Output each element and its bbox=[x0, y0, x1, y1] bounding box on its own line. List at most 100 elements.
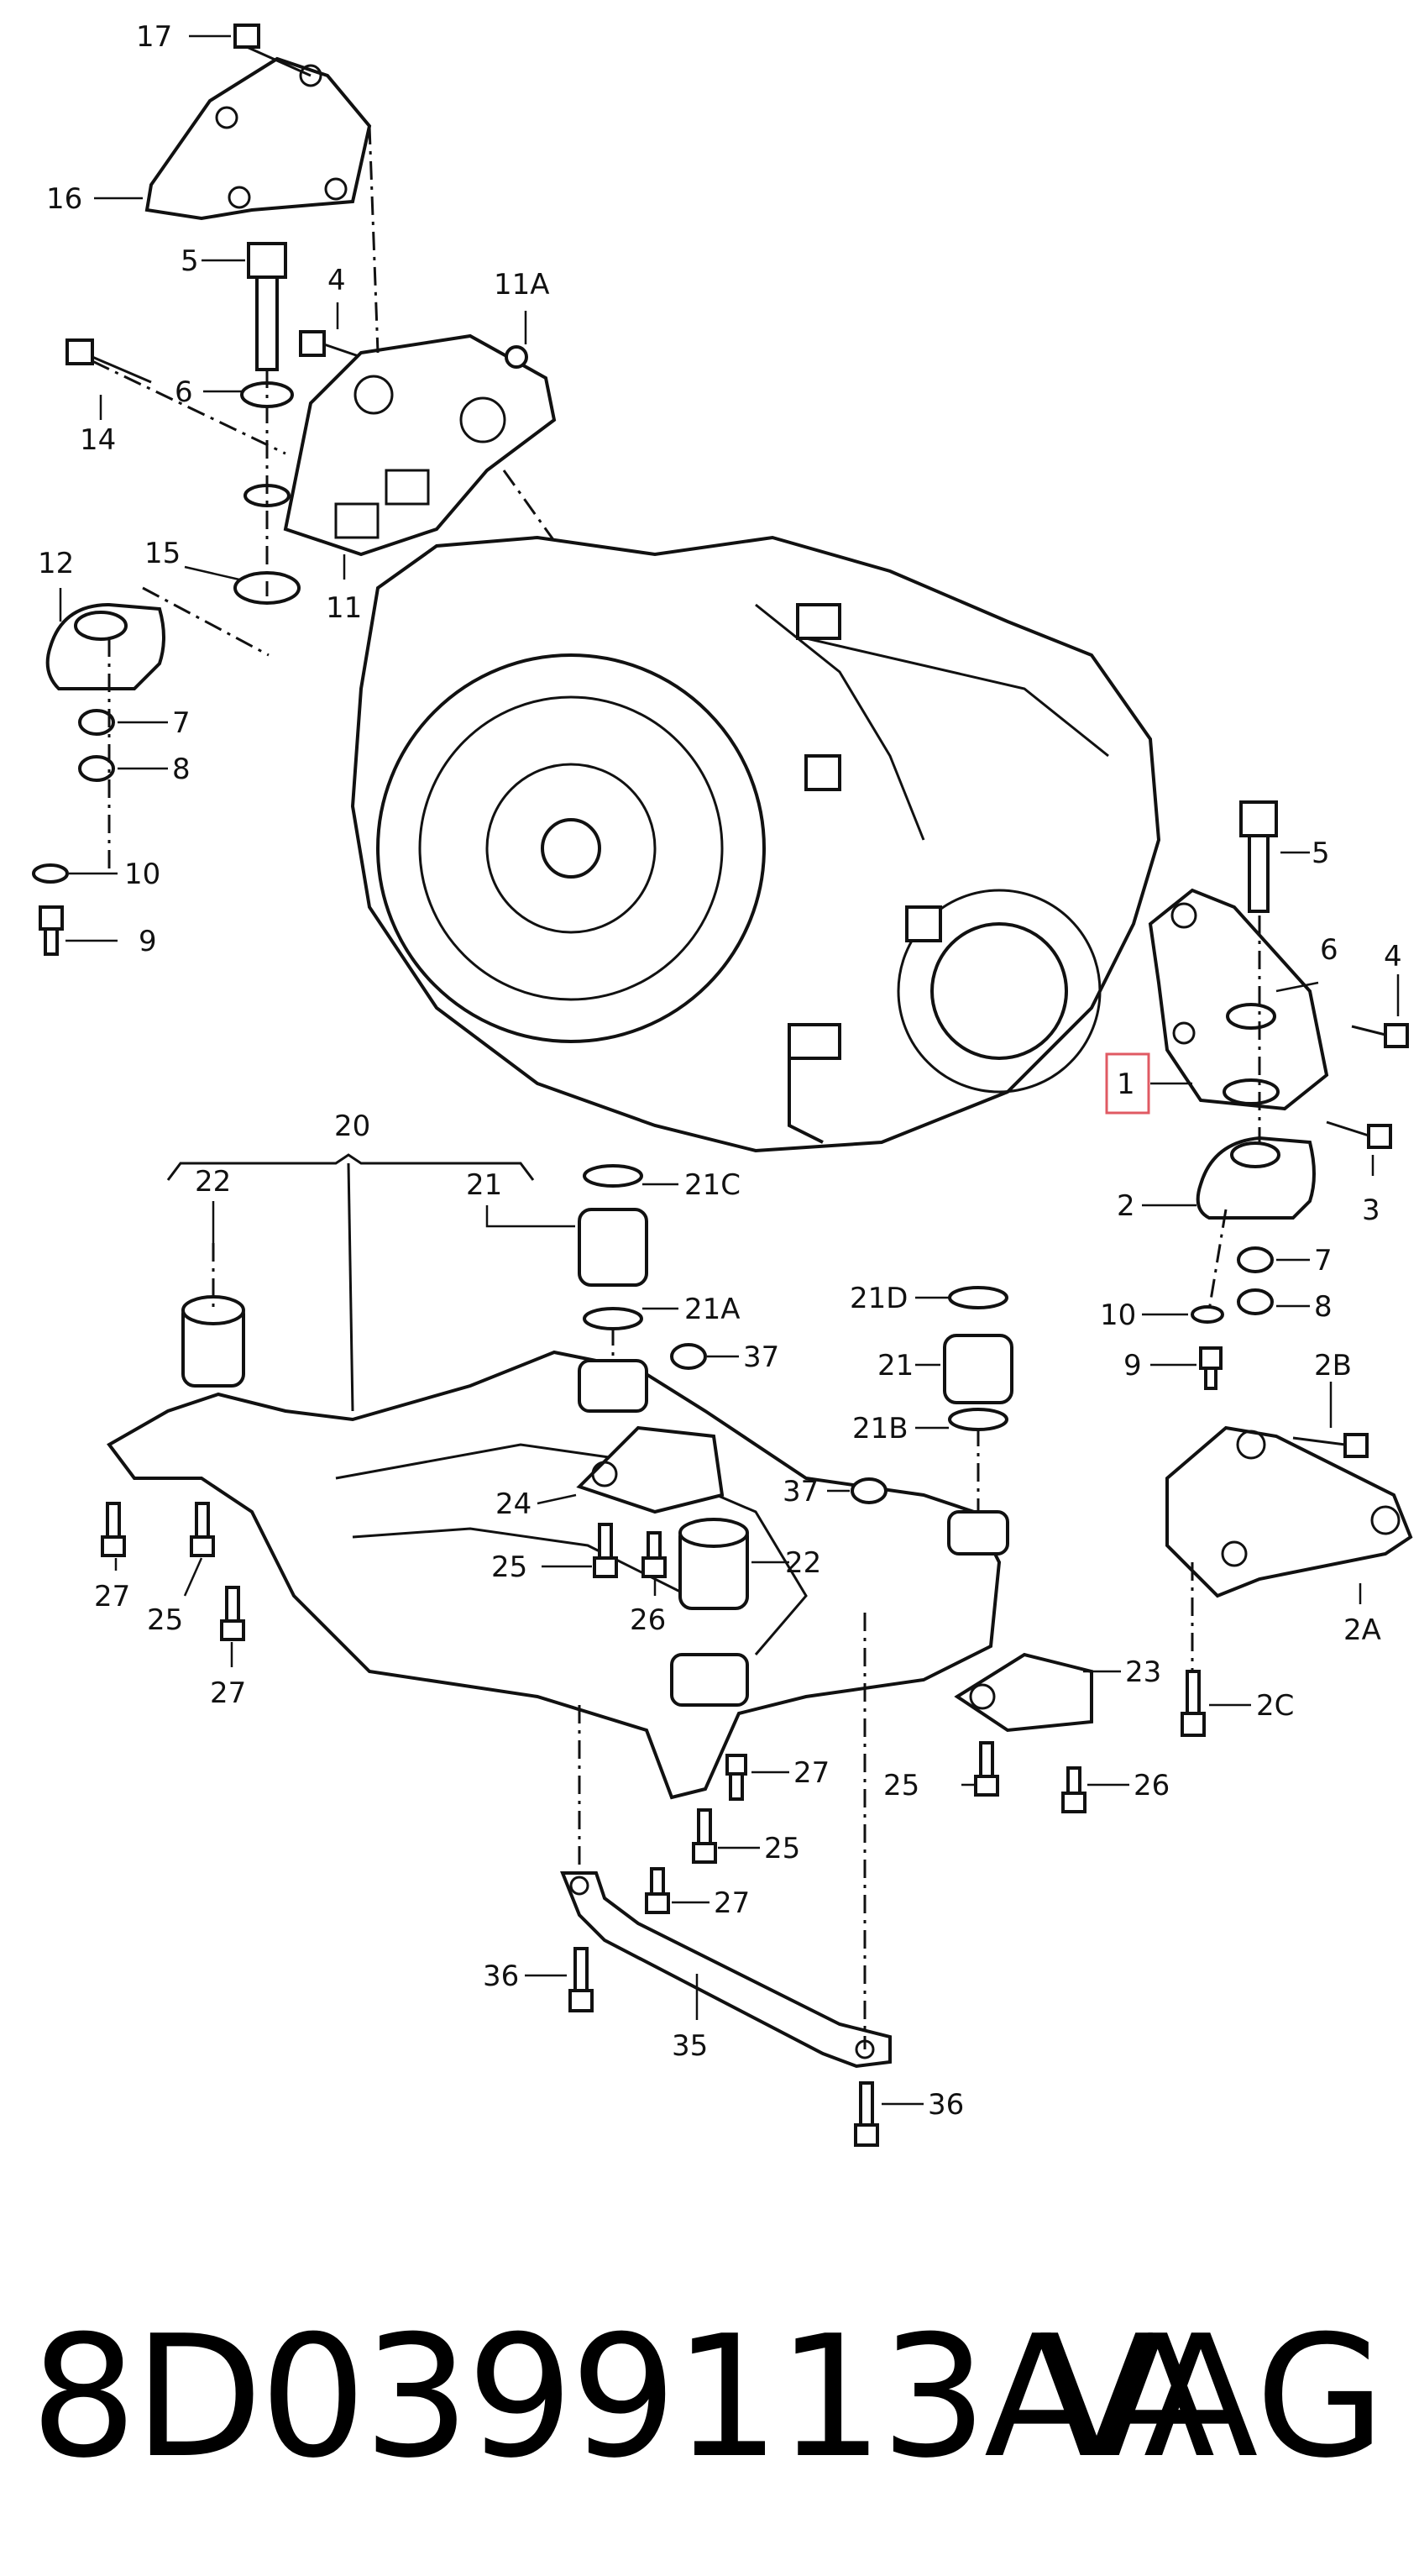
callout-25-right: 25 bbox=[883, 1769, 919, 1802]
callout-21: 21 bbox=[466, 1168, 502, 1202]
callout-22-right: 22 bbox=[785, 1546, 821, 1580]
nut-7-right bbox=[1237, 1246, 1274, 1273]
callout-27-lower: 27 bbox=[714, 1886, 750, 1920]
callout-9-right: 9 bbox=[1123, 1349, 1142, 1382]
callout-17: 17 bbox=[136, 20, 172, 54]
nut-37-upper bbox=[670, 1343, 707, 1370]
callout-2B: 2B bbox=[1314, 1349, 1352, 1382]
bolt-17 bbox=[233, 24, 312, 77]
bolt-36-left bbox=[568, 1947, 594, 2012]
callout-7-right: 7 bbox=[1314, 1244, 1333, 1278]
bolt-5-upper bbox=[247, 242, 287, 371]
callout-25-center: 25 bbox=[764, 1832, 800, 1865]
callout-6-upper: 6 bbox=[175, 375, 193, 409]
bolt-26-mid bbox=[641, 1531, 667, 1578]
bolt-25-left bbox=[190, 1502, 215, 1557]
bolt-9-left bbox=[39, 905, 64, 956]
callout-11A: 11A bbox=[494, 268, 550, 302]
callout-26-right: 26 bbox=[1134, 1769, 1170, 1802]
callout-2A: 2A bbox=[1343, 1613, 1381, 1647]
bushing-21 bbox=[578, 1164, 648, 1413]
bracket-1 bbox=[1148, 888, 1329, 1111]
washer-6-right bbox=[1223, 1003, 1280, 1105]
bolt-4-upper bbox=[299, 330, 362, 359]
nut-7-left bbox=[78, 709, 115, 736]
callout-6-right: 6 bbox=[1320, 933, 1338, 967]
callout-21B: 21B bbox=[852, 1412, 908, 1445]
washer-10-right bbox=[1191, 1305, 1224, 1324]
callout-15: 15 bbox=[144, 537, 181, 570]
callout-16: 16 bbox=[46, 182, 82, 216]
exploded-parts-diagram: 17 16 5 4 11A 14 6 11 12 15 7 8 10 9 5 6… bbox=[32, 20, 1413, 2147]
callout-4-right: 4 bbox=[1384, 940, 1402, 973]
callout-26-mid: 26 bbox=[630, 1603, 666, 1637]
callout-23: 23 bbox=[1125, 1655, 1161, 1689]
nut-11A bbox=[505, 345, 528, 369]
callout-25-left: 25 bbox=[147, 1603, 183, 1637]
callout-21A: 21A bbox=[684, 1293, 741, 1326]
bolt-25-right bbox=[974, 1741, 999, 1797]
callout-9-left: 9 bbox=[139, 925, 157, 958]
bolt-2B bbox=[1292, 1433, 1369, 1458]
callout-12: 12 bbox=[38, 547, 74, 580]
brand-name: VAG bbox=[1039, 2300, 1385, 2495]
bolt-27-left-b bbox=[220, 1586, 245, 1641]
bolt-27-center bbox=[725, 1754, 747, 1801]
callout-35: 35 bbox=[672, 2029, 708, 2063]
callout-11: 11 bbox=[326, 591, 362, 625]
nut-37-lower bbox=[851, 1477, 888, 1504]
callout-2: 2 bbox=[1117, 1189, 1135, 1223]
callout-5-upper: 5 bbox=[181, 244, 199, 278]
callout-3: 3 bbox=[1362, 1194, 1380, 1227]
bolt-25-mid bbox=[593, 1523, 618, 1578]
mount-12 bbox=[45, 602, 165, 690]
callout-1: 1 bbox=[1117, 1068, 1135, 1101]
bolt-14 bbox=[65, 338, 152, 384]
bolt-36-right bbox=[854, 2081, 879, 2147]
mount-2 bbox=[1196, 1136, 1316, 1220]
callout-27-left-a: 27 bbox=[94, 1580, 130, 1613]
callout-24: 24 bbox=[495, 1487, 531, 1521]
nut-8-right bbox=[1237, 1288, 1274, 1315]
callout-8-right: 8 bbox=[1314, 1290, 1333, 1324]
bushing-22-right bbox=[670, 1518, 749, 1707]
callout-21D: 21D bbox=[850, 1282, 908, 1315]
callout-10-right: 10 bbox=[1100, 1298, 1136, 1332]
callout-14: 14 bbox=[80, 423, 116, 457]
highlight-box-1 bbox=[1105, 1052, 1150, 1115]
callout-25-mid: 25 bbox=[491, 1550, 527, 1584]
bolt-2C bbox=[1181, 1670, 1206, 1737]
callout-36-right: 36 bbox=[928, 2088, 964, 2122]
subframe-20 bbox=[107, 1350, 1002, 1800]
bolt-9-right bbox=[1199, 1346, 1223, 1390]
gearbox-housing bbox=[350, 535, 1161, 1153]
washer-10-left bbox=[32, 863, 69, 884]
bolt-5-right bbox=[1239, 800, 1278, 913]
bracket-24 bbox=[576, 1425, 725, 1514]
bolt-4-right bbox=[1351, 1023, 1409, 1048]
callout-22-left: 22 bbox=[195, 1165, 231, 1199]
bolt-27-left-a bbox=[101, 1502, 126, 1557]
mount-bracket-11 bbox=[283, 333, 557, 557]
callout-5-right: 5 bbox=[1312, 837, 1330, 870]
callout-37-lower: 37 bbox=[783, 1475, 819, 1508]
callout-27-center: 27 bbox=[793, 1756, 830, 1790]
bracket-23 bbox=[954, 1652, 1093, 1733]
bolt-27-lower bbox=[645, 1867, 670, 1914]
callout-37-upper: 37 bbox=[743, 1340, 779, 1374]
callout-4-upper: 4 bbox=[327, 264, 346, 297]
leader-lines bbox=[59, 34, 1400, 2106]
bolt-25-center bbox=[692, 1808, 717, 1864]
callout-27-left-b: 27 bbox=[210, 1676, 246, 1710]
bracket-2A bbox=[1165, 1425, 1413, 1598]
part-number: 8D0399113AA bbox=[30, 2300, 1215, 2495]
callout-21-right: 21 bbox=[877, 1349, 914, 1382]
bushing-22-left bbox=[181, 1295, 245, 1388]
bushing-21-right bbox=[943, 1286, 1013, 1556]
callout-36-left: 36 bbox=[483, 1960, 519, 1993]
callout-20: 20 bbox=[334, 1110, 370, 1143]
callout-2C: 2C bbox=[1256, 1689, 1294, 1723]
nut-8-left bbox=[78, 755, 115, 782]
bracket-16 bbox=[144, 56, 372, 221]
callout-8-left: 8 bbox=[172, 753, 191, 786]
